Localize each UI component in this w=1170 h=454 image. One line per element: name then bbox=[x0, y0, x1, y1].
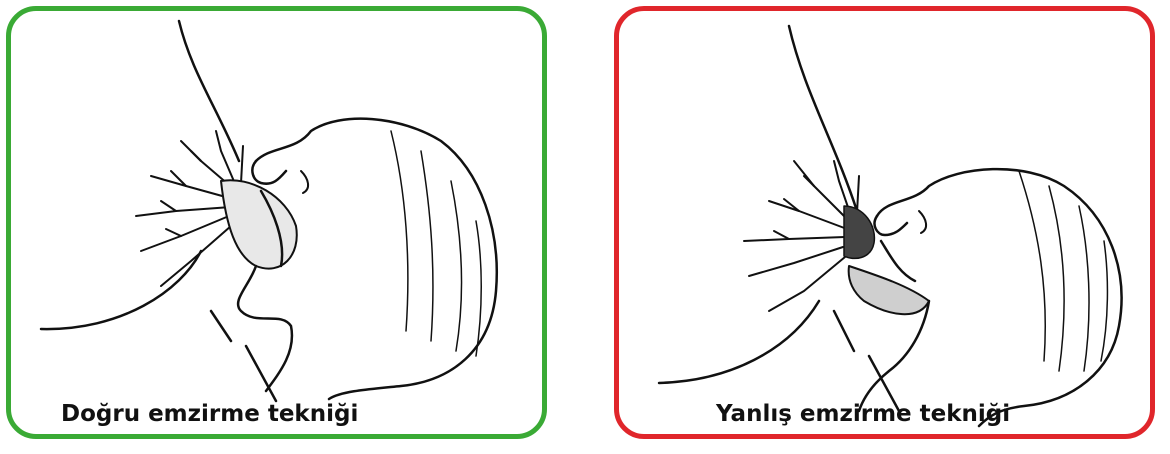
correct-technique-panel: Doğru emzirme tekniği bbox=[6, 6, 547, 439]
baby-neck-lines bbox=[211, 311, 276, 401]
breast-upper-outline bbox=[179, 21, 239, 161]
nipple-area bbox=[844, 206, 874, 258]
breast-upper-outline bbox=[789, 26, 857, 211]
baby-lips bbox=[881, 241, 915, 281]
correct-latch-illustration bbox=[11, 11, 542, 434]
milk-ducts bbox=[744, 161, 859, 311]
baby-nose bbox=[252, 161, 286, 184]
wrong-technique-caption: Yanlış emzirme tekniği bbox=[716, 401, 1010, 427]
baby-eye bbox=[919, 211, 926, 233]
breast-lower-outline bbox=[659, 301, 819, 383]
baby-hair-shading bbox=[1019, 171, 1107, 371]
baby-eye bbox=[301, 171, 308, 193]
baby-hair-shading bbox=[391, 131, 481, 356]
wrong-technique-panel: Yanlış emzirme tekniği bbox=[614, 6, 1155, 439]
correct-technique-caption: Doğru emzirme tekniği bbox=[61, 401, 358, 427]
breast-lower-outline bbox=[41, 251, 201, 329]
lower-lip-shading bbox=[849, 266, 929, 314]
baby-nose bbox=[875, 216, 907, 235]
areola-in-mouth bbox=[221, 180, 297, 268]
baby-chin bbox=[238, 266, 292, 391]
wrong-latch-illustration bbox=[619, 11, 1150, 434]
